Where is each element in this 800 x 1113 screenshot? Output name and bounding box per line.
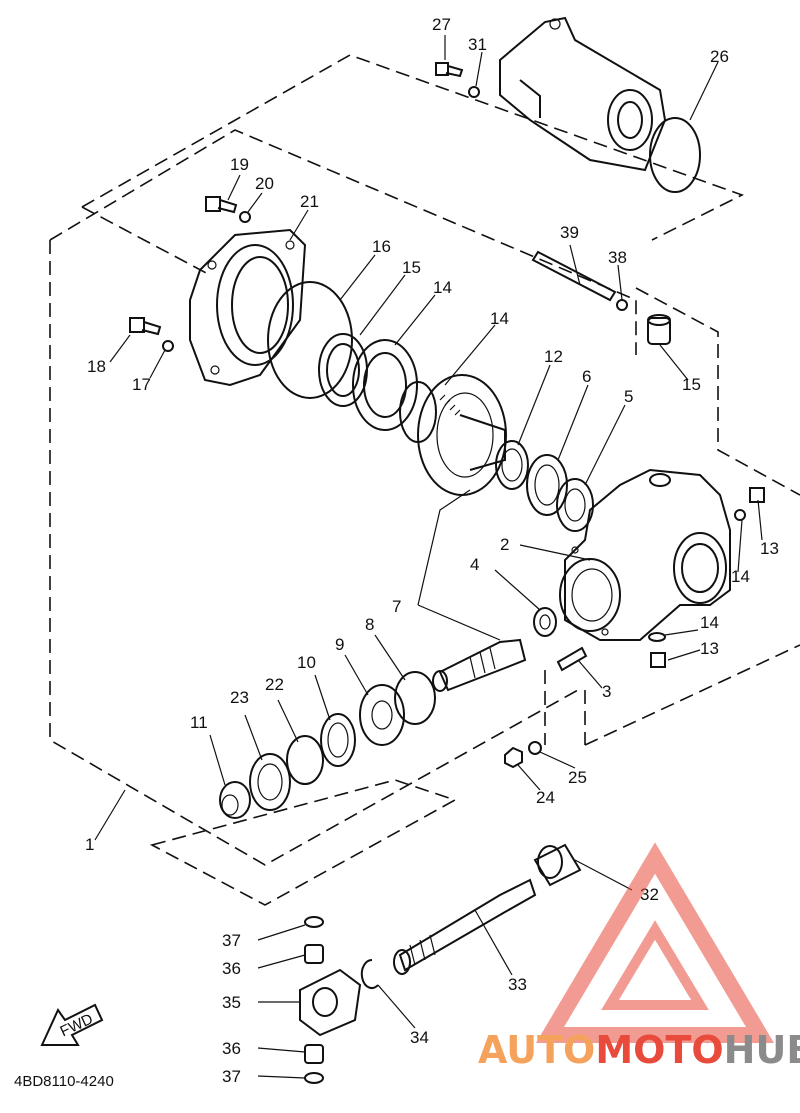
callout-19: 16 [372,237,391,256]
fwd-arrow-icon: FWD [40,1003,104,1046]
bearing-9 [359,684,405,746]
callout-28: 25 [568,768,587,787]
plug-13-lower [650,652,666,668]
o-ring-29 [649,117,701,193]
callout-34: 34 [410,1028,429,1047]
watermark-text: AUTOMOTOHUB [478,1028,800,1072]
housing-tube [499,16,667,172]
bearing-4 [533,607,557,637]
svg-text:AUTOMOTOHUB: AUTOMOTOHUB [478,1028,800,1072]
gear-case-2 [559,468,731,641]
group-outline-shaft [149,779,457,906]
nut-27 [504,746,523,769]
cover-plate-24 [189,228,307,387]
watermark-logo-icon [535,842,775,1043]
callout-16: 14 [490,309,509,328]
callout-5: 5 [624,387,633,406]
circlip-37-lower [304,1072,324,1084]
callout-23: 20 [255,174,274,193]
diagram-code: 4BD8110-4240 [14,1073,114,1090]
circlip-37-upper [304,916,324,928]
group-outline-main [49,129,800,866]
oil-seal-5 [556,478,594,532]
callout-11: 11 [190,713,208,732]
bolt-22 [205,196,238,214]
callout-3: 3 [602,682,611,701]
callout-1: 1 [85,835,94,854]
plug-15 [647,314,671,345]
coupling-32 [533,843,582,887]
callout-38: 38 [608,248,627,267]
callout-24: 21 [300,192,319,211]
pinion-shaft-7 [432,638,527,692]
callout-13-lower: 13 [700,639,719,658]
callout-9: 9 [335,635,344,654]
ring-gear [417,374,507,496]
washer-31 [468,86,480,98]
callout-8: 8 [365,615,374,634]
callout-7: 7 [392,597,401,616]
callout-14-upper: 14 [731,567,750,586]
callout-22: 19 [230,155,249,174]
callout-27: 24 [536,788,555,807]
callout-14-lower: 14 [700,613,719,632]
shim-8 [394,671,436,725]
callout-37-lower: 37 [222,1067,241,1086]
bearing-cap-36-upper [304,944,324,964]
callout-35: 35 [222,993,241,1012]
callout-18: 15 [402,258,421,277]
callout-39: 39 [560,223,579,242]
circlip-34 [360,958,379,989]
callout-labels: 27 31 26 19 20 21 18 17 16 15 14 14 39 3… [85,15,779,1086]
callout-25: 22 [265,675,284,694]
callout-4: 4 [470,555,479,574]
callout-31: 31 [468,35,487,54]
callout-2: 2 [500,535,509,554]
group-outline-upper [81,54,745,276]
callout-17: 14 [433,278,452,297]
universal-joint-35 [299,968,362,1037]
callout-30: 27 [432,15,451,34]
oil-seal-18 [318,333,368,407]
callout-20: 18 [87,357,106,376]
clip-38 [616,299,628,311]
oil-seal-26 [249,753,291,811]
callout-36-lower: 36 [222,1039,241,1058]
o-ring-19 [267,281,353,399]
bearing-17 [352,339,418,431]
callout-36-upper: 36 [222,959,241,978]
washer-14-upper [734,509,746,521]
callout-26: 23 [230,688,249,707]
stud-3 [556,646,588,672]
callout-13-upper: 13 [760,539,779,558]
collar-11 [219,781,251,819]
callout-29: 26 [710,47,729,66]
leader-lines [94,35,763,1079]
callout-15: 15 [682,375,701,394]
washer-21 [162,340,174,352]
callout-6: 6 [582,367,591,386]
bolt-30 [435,62,464,78]
nut-10 [320,713,356,767]
washer-28 [528,741,542,755]
bearing-12 [495,440,529,490]
drive-shaft-33 [393,878,537,975]
callout-21: 17 [132,375,151,394]
o-ring-25 [286,735,324,785]
watermark-hub: HUB [724,1028,800,1072]
callout-10: 10 [297,653,316,672]
callout-37-upper: 37 [222,931,241,950]
bearing-6 [526,454,568,516]
plug-13-upper [749,487,765,503]
callout-33: 33 [508,975,527,994]
washer-23 [239,211,251,223]
watermark-moto: MOTO [595,1028,723,1072]
pin-39 [531,250,617,302]
watermark-auto: AUTO [478,1028,595,1072]
bearing-cap-36-lower [304,1044,324,1064]
callout-12: 12 [544,347,563,366]
bolt-20 [129,317,162,336]
washer-14-lower [648,632,666,642]
